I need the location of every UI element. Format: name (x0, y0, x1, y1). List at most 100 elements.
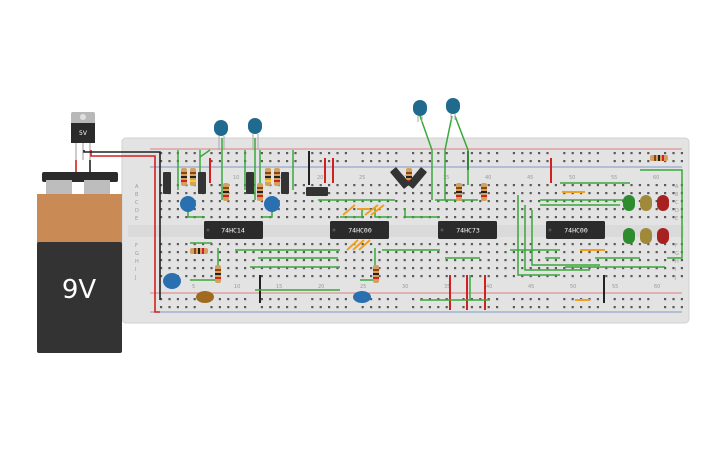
breadboard-hole (605, 192, 608, 195)
breadboard-hole (336, 275, 339, 278)
chip-label: 74HC00 (348, 227, 372, 235)
breadboard-hole (252, 259, 255, 262)
breadboard-hole (370, 160, 373, 163)
breadboard-column-number: 40 (486, 284, 492, 290)
breadboard-hole (521, 184, 524, 187)
breadboard-hole (680, 275, 683, 278)
breadboard-hole (185, 152, 188, 155)
breadboard-hole (512, 298, 515, 301)
breadboard-hole (630, 184, 633, 187)
breadboard-hole (176, 192, 179, 195)
breadboard-hole (445, 200, 448, 203)
breadboard-hole (521, 306, 524, 309)
breadboard-hole (294, 160, 297, 163)
breadboard-hole (445, 298, 448, 301)
breadboard-hole (554, 192, 557, 195)
breadboard-hole (487, 152, 490, 155)
breadboard-hole (370, 251, 373, 254)
breadboard-hole (386, 208, 389, 211)
breadboard-hole (378, 192, 381, 195)
breadboard-hole (386, 184, 389, 187)
breadboard-row-letter: C (675, 200, 679, 206)
breadboard-hole (428, 251, 431, 254)
breadboard-hole (454, 192, 457, 195)
breadboard-hole (210, 306, 213, 309)
wire-red-main (90, 150, 160, 313)
breadboard-hole (370, 152, 373, 155)
breadboard-hole (529, 152, 532, 155)
breadboard-hole (244, 306, 247, 309)
breadboard-hole (353, 192, 356, 195)
breadboard-column-number: 10 (233, 175, 239, 181)
breadboard-hole (244, 275, 247, 278)
breadboard-hole (479, 267, 482, 270)
breadboard-hole (260, 267, 263, 270)
breadboard-hole (563, 306, 566, 309)
breadboard-hole (630, 298, 633, 301)
breadboard-hole (470, 267, 473, 270)
breadboard-hole (302, 208, 305, 211)
breadboard-hole (302, 251, 305, 254)
breadboard-hole (277, 208, 280, 211)
breadboard-hole (269, 160, 272, 163)
breadboard-hole (302, 275, 305, 278)
breadboard-hole (336, 267, 339, 270)
breadboard-hole (664, 298, 667, 301)
breadboard-hole (328, 267, 331, 270)
breadboard-hole (622, 243, 625, 246)
breadboard-hole (487, 200, 490, 203)
breadboard-hole (462, 306, 465, 309)
breadboard-hole (294, 152, 297, 155)
breadboard-hole (496, 216, 499, 219)
breadboard-hole (420, 243, 423, 246)
breadboard-hole (353, 184, 356, 187)
breadboard-hole (571, 216, 574, 219)
breadboard-hole (630, 216, 633, 219)
breadboard-hole (294, 267, 297, 270)
breadboard-hole (462, 243, 465, 246)
breadboard-hole (538, 306, 541, 309)
diode (163, 172, 171, 194)
breadboard-hole (344, 160, 347, 163)
breadboard-hole (487, 192, 490, 195)
breadboard-hole (563, 267, 566, 270)
breadboard-hole (496, 306, 499, 309)
breadboard-hole (622, 184, 625, 187)
breadboard-hole (672, 298, 675, 301)
breadboard-hole (479, 160, 482, 163)
breadboard-hole (622, 160, 625, 163)
breadboard-hole (428, 160, 431, 163)
breadboard-hole (210, 275, 213, 278)
leds-blue (214, 98, 460, 150)
breadboard-hole (647, 275, 650, 278)
breadboard-hole (479, 184, 482, 187)
breadboard-hole (218, 259, 221, 262)
breadboard-column-number: 15 (276, 284, 282, 290)
breadboard-hole (160, 192, 163, 195)
chip-74hc14: 74HC14 (204, 221, 263, 239)
diode (281, 172, 289, 194)
breadboard-hole (370, 259, 373, 262)
led-blue (248, 118, 262, 150)
breadboard-hole (210, 160, 213, 163)
breadboard-hole (605, 184, 608, 187)
breadboard-hole (487, 306, 490, 309)
breadboard-hole (294, 275, 297, 278)
breadboard-row-letter: F (675, 243, 678, 249)
resistor (274, 168, 280, 186)
breadboard-hole (504, 208, 507, 211)
breadboard-hole (386, 259, 389, 262)
led-green (623, 195, 635, 211)
breadboard-hole (420, 259, 423, 262)
breadboard-hole (512, 152, 515, 155)
breadboard-hole (193, 267, 196, 270)
breadboard-hole (512, 208, 515, 211)
breadboard-hole (361, 152, 364, 155)
breadboard-hole (630, 243, 633, 246)
led-blue (214, 120, 228, 150)
breadboard-hole (260, 160, 263, 163)
breadboard-hole (487, 216, 490, 219)
breadboard-hole (260, 298, 263, 301)
breadboard-hole (672, 200, 675, 203)
breadboard-hole (680, 267, 683, 270)
